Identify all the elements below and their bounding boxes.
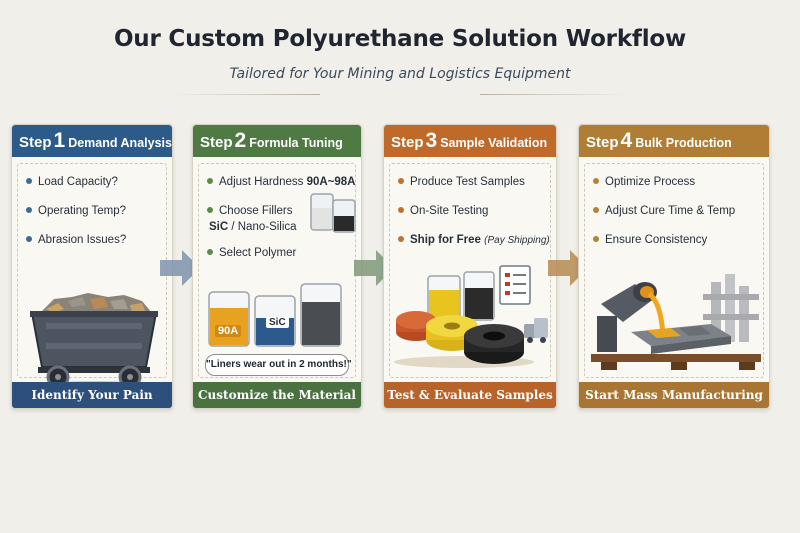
step-2-item-polymer: Select Polymer: [207, 243, 351, 272]
polymer-beakers-illustration: [208, 283, 342, 347]
step-4-name: Bulk Production: [635, 136, 732, 150]
page-title: Our Custom Polyurethane Solution Workflo…: [113, 26, 687, 52]
step-2-footer: Customize the Material: [193, 382, 361, 408]
test-samples-illustration: [394, 265, 548, 368]
filler-beakers-illustration: [310, 193, 356, 233]
step-1-panel: Load Capacity? Operating Temp? Abrasion …: [17, 163, 167, 393]
step-3-number: 3: [425, 129, 438, 152]
step-2-panel: Adjust Hardness 90A~98A Choose Fillers S…: [198, 163, 356, 378]
step-4-item: Adjust Cure Time & Temp: [593, 201, 759, 230]
step-1-footer: Identify Your Pain Points: [12, 382, 172, 408]
step-3-word: Step: [391, 134, 424, 151]
step-3-footer: Test & Evaluate Samples: [384, 382, 556, 408]
step-1-word: Step: [19, 134, 52, 151]
factory-casting-illustration: [591, 274, 761, 370]
step-4-item: Ensure Consistency: [593, 230, 759, 259]
page-subtitle: Tailored for Your Mining and Logistics E…: [229, 66, 571, 82]
step-4-word: Step: [586, 134, 619, 151]
step-3-item-shipping: Ship for Free (Pay Shipping): [398, 230, 550, 259]
step-4-item: Optimize Process: [593, 172, 759, 201]
subtitle-rule-left: [170, 94, 320, 95]
step-1-item: Operating Temp?: [26, 201, 162, 230]
step-4-footer: Start Mass Manufacturing: [579, 382, 769, 408]
step-1-item: Abrasion Issues?: [26, 230, 162, 259]
step-2-item-hardness: Adjust Hardness 90A~98A: [207, 172, 356, 201]
step-3-panel: Produce Test Samples On-Site Testing Shi…: [389, 163, 551, 378]
mine-cart-illustration: [26, 293, 162, 393]
step-2-name: Formula Tuning: [249, 136, 343, 150]
beaker-sic-label: SiC: [266, 317, 289, 328]
step-2-item-fillers-detail: SiC / Nano-Silica: [209, 221, 297, 233]
step-2-number: 2: [234, 129, 247, 152]
step-3-item: Produce Test Samples: [398, 172, 546, 201]
subtitle-rule-right: [480, 94, 630, 95]
customer-quote-bubble: "Liners wear out in 2 months!": [205, 354, 352, 376]
step-4-panel: Optimize Process Adjust Cure Time & Temp…: [584, 163, 764, 378]
step-4-number: 4: [620, 129, 633, 152]
step-1-number: 1: [53, 129, 66, 152]
beaker-90a-label: 90A: [215, 325, 242, 337]
step-1-item: Load Capacity?: [26, 172, 162, 201]
step-3-item: On-Site Testing: [398, 201, 546, 230]
step-2-item-fillers: Choose Fillers: [207, 201, 351, 217]
arrow-right-icon: [160, 250, 200, 286]
step-3-name: Sample Validation: [440, 136, 548, 150]
step-2-word: Step: [200, 134, 233, 151]
step-1-name: Demand Analysis: [68, 136, 172, 150]
